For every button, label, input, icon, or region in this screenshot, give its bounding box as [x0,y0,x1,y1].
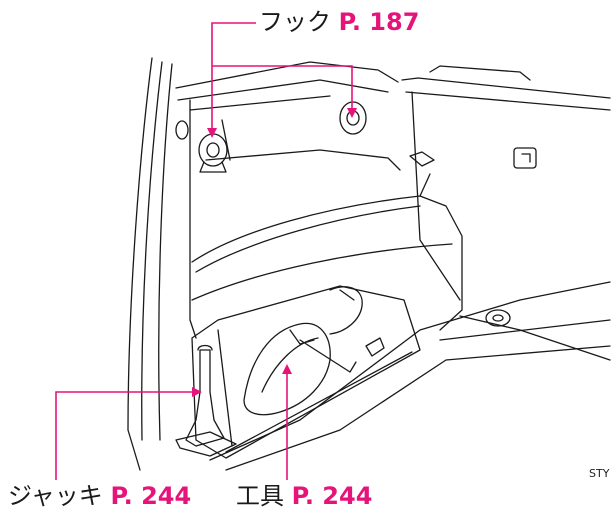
tool-compartment [191,285,421,459]
hook-page-link[interactable]: P. 187 [338,8,420,36]
cargo-lamp-icon [513,147,537,169]
tools-label: 工具 [236,482,284,510]
tools-page-link[interactable]: P. 244 [291,482,373,510]
hook-label: フック [259,8,331,36]
rear-pillar-outline [127,57,153,471]
side-shelf [191,195,463,331]
leader-lines [55,22,353,480]
hook-callout: フック P. 187 [259,8,419,36]
jack-label: ジャッキ [8,482,103,510]
side-hook-icon [409,151,435,167]
jack-page-link[interactable]: P. 244 [110,482,192,510]
jack-icon [185,349,225,447]
tool-bag-icon [243,322,331,416]
jack-callout: ジャッキ P. 244 [8,482,191,510]
hook-icon [339,101,367,135]
hook-icon [198,133,228,173]
tie-down-ring-icon [485,309,511,327]
right-side-wall [401,77,611,99]
figure-code: STY [589,467,610,480]
tools-callout: 工具 P. 244 [236,482,372,510]
